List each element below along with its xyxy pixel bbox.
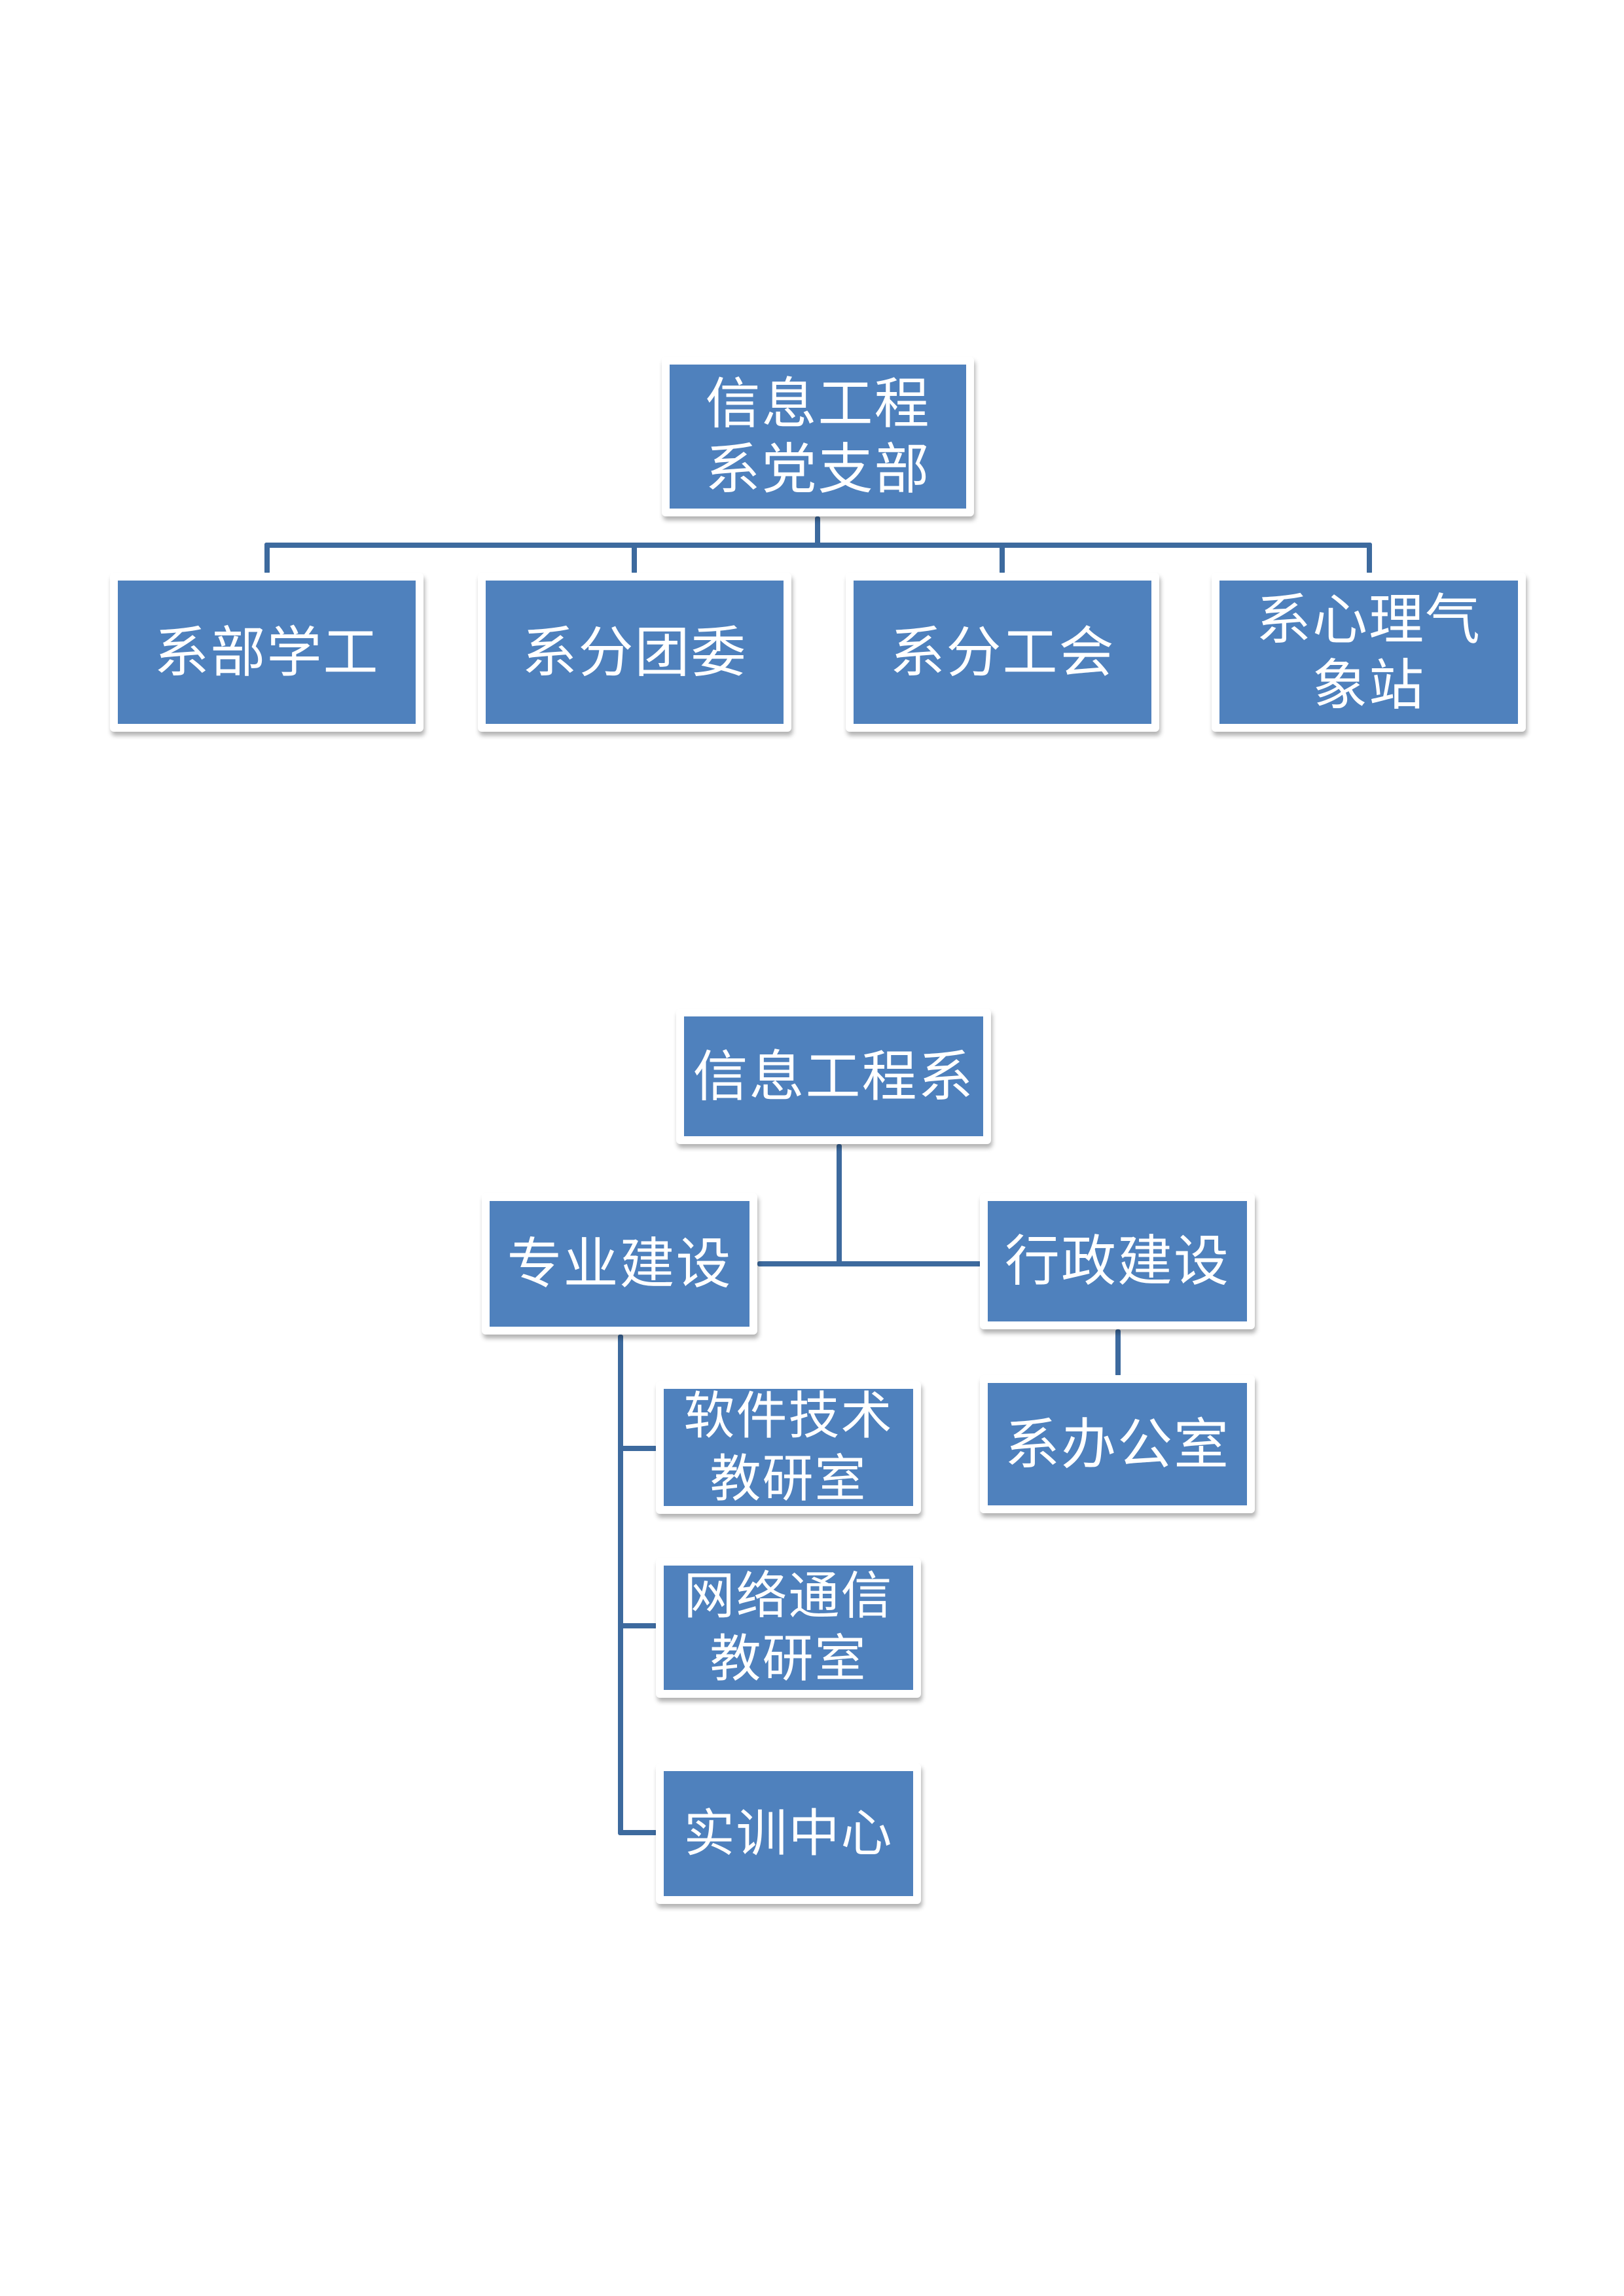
connector-child-training [618,1830,657,1835]
node-label: 系心理气 象站 [1255,587,1481,717]
node-label: 行政建设 [1004,1229,1230,1293]
node-label: 软件技术 教研室 [683,1386,893,1509]
node-administrative-development[interactable]: 行政建设 [980,1193,1255,1329]
node-label: 网络通信 教研室 [683,1567,893,1689]
node-department-office[interactable]: 系办公室 [980,1375,1255,1513]
node-label: 系办公室 [1004,1412,1230,1477]
connector-root-down [815,516,820,547]
node-software-teaching-office[interactable]: 软件技术 教研室 [656,1381,921,1514]
connector-child-network [618,1623,657,1628]
connector-root-down [837,1144,842,1266]
node-label: 系分工会 [890,620,1115,685]
node-party-branch-root[interactable]: 信息工程 系党支部 [662,357,974,516]
node-network-teaching-office[interactable]: 网络通信 教研室 [656,1558,921,1698]
connector-child-software [618,1446,657,1451]
connector-horizontal-bar [264,543,1372,548]
node-label: 实训中心 [683,1804,893,1863]
node-student-affairs[interactable]: 系部学工 [110,573,424,732]
connector-branch-bar [757,1261,981,1266]
node-label: 系分团委 [522,620,748,685]
connector-child-4 [1367,543,1372,574]
node-department-root[interactable]: 信息工程系 [676,1009,991,1144]
node-label: 信息工程 系党支部 [705,372,931,501]
node-label: 信息工程系 [693,1044,975,1109]
node-academic-development[interactable]: 专业建设 [482,1193,757,1335]
connector-child-3 [1000,543,1005,574]
connector-child-1 [264,543,270,574]
node-psych-station[interactable]: 系心理气 象站 [1212,573,1526,732]
node-training-center[interactable]: 实训中心 [656,1763,921,1904]
node-label: 系部学工 [154,620,380,685]
connector-academic-trunk [618,1335,623,1835]
connector-admin-down [1115,1329,1121,1376]
connector-child-2 [632,543,637,574]
node-label: 专业建设 [507,1232,732,1296]
node-youth-league[interactable]: 系分团委 [478,573,791,732]
node-labor-union[interactable]: 系分工会 [846,573,1159,732]
